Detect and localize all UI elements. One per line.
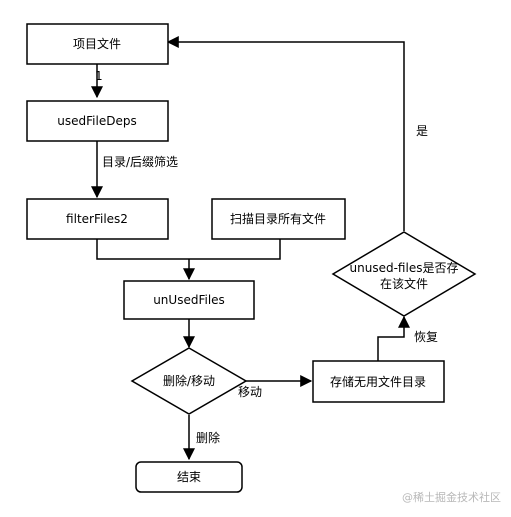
node-store-list <box>312 360 445 403</box>
node-un-used-files <box>123 280 255 320</box>
node-used-file-deps <box>26 100 169 142</box>
node-scan-all-files <box>211 198 346 240</box>
label-used-file-deps: usedFileDeps <box>57 114 136 128</box>
label-delete-move: 删除/移动 <box>163 373 215 388</box>
node-project-files <box>26 23 169 65</box>
edge-merge-line <box>96 239 281 260</box>
node-unused-files-check <box>331 231 477 317</box>
label-check-line1: unused-files是否存 <box>350 261 459 275</box>
node-end <box>135 461 243 493</box>
label-un-used-files: unUsedFiles <box>153 293 225 307</box>
label-filter-files: filterFiles2 <box>66 212 128 226</box>
label-project-files: 项目文件 <box>73 36 121 51</box>
edge-label-marker: 1 <box>95 69 103 83</box>
edge-label-yes: 是 <box>416 124 428 138</box>
label-end: 结束 <box>177 470 201 484</box>
edge-label-move: 移动 <box>238 385 262 399</box>
edge-label-delete: 删除 <box>196 430 220 445</box>
edge-check-to-project <box>166 36 405 231</box>
label-scan-all-files: 扫描目录所有文件 <box>230 211 326 226</box>
watermark: @稀土掘金技术社区 <box>402 490 501 504</box>
node-filter-files <box>26 198 169 240</box>
label-store-list: 存储无用文件目录 <box>330 374 426 389</box>
edge-store-to-check <box>377 315 410 361</box>
edge-label-dir-suffix-filter: 目录/后缀筛选 <box>102 154 178 169</box>
edge-label-restore: 恢复 <box>414 330 438 344</box>
label-check-line2: 在该文件 <box>380 276 428 291</box>
node-delete-move-decision <box>130 347 248 415</box>
